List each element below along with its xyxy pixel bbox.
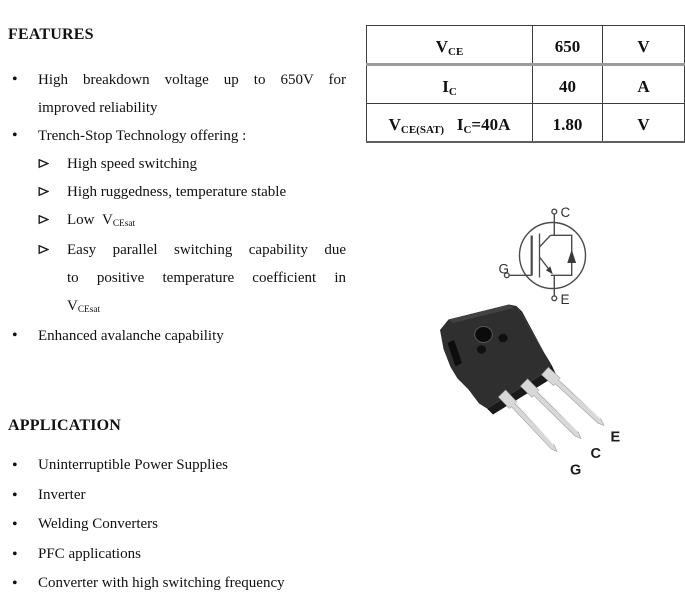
application-heading: APPLICATION [8,417,122,434]
list-item: • Inverter [8,481,346,511]
bullet-icon: • [12,327,18,344]
list-item: • Trench-Stop Technology offering : [8,122,346,150]
emitter-label: E [561,292,570,307]
collector-label: C [561,205,571,220]
emitter-terminal [551,295,558,302]
pin-highlight [558,378,601,419]
package-top-bevel [448,304,514,323]
bullet-icon: • [12,457,18,474]
list-item: • Uninterruptible Power Supplies [8,451,346,481]
bullet-icon: • [12,575,18,592]
text-line: Welding Converters [38,516,159,532]
parameter-cell: IC [366,64,533,104]
list-item: Low VCEsat [8,206,346,236]
text-line: Low VCEsat [67,212,136,230]
arrow-bullet-icon [38,158,50,169]
text-line: to positive temperature coefficient in [67,270,346,286]
features-section: FEATURES • High breakdown voltage up to 6… [8,26,346,350]
features-heading: FEATURES [8,26,94,43]
parameter-cell: VCE [366,25,533,66]
unit-cell: V [602,103,685,143]
list-item: • Converter with high switching frequency [8,569,346,599]
flange-slot [447,340,462,367]
list-item: • High breakdown voltage up to 650V for im… [8,66,346,122]
text-line: High ruggedness, temperature stable [67,184,287,200]
up-arrow-icon [567,249,577,263]
igbt-symbol-diagram: C G E [499,205,587,307]
pin-gate [497,389,558,453]
mounting-hole [474,326,493,343]
parameter-cell: VCE(SAT) IC=40A [366,103,533,143]
text-line: VCEsat [67,298,101,316]
bullet-icon: • [12,516,18,533]
list-item: • PFC applications [8,540,346,570]
bullet-icon: • [12,127,18,144]
list-item: Easy parallel switching capability due to… [8,236,346,322]
bullet-icon: • [12,71,18,88]
list-item: • Welding Converters [8,510,346,540]
arrow-bullet-icon [38,244,50,255]
small-hole-right [498,333,508,343]
text-line: High breakdown voltage up to 650V for [38,72,346,88]
text-line: PFC applications [38,545,141,562]
collector-terminal [551,208,558,215]
text-line: Trench-Stop Technology offering : [38,128,247,144]
pin-highlight [515,402,554,445]
list-item: • Enhanced avalanche capability [8,322,346,350]
pin-highlight [537,390,578,432]
unit-cell: A [602,64,685,104]
text-line: Enhanced avalanche capability [38,328,224,344]
package-emitter-label: E [611,430,621,446]
gate-label: G [499,262,510,277]
pin-emitter [541,366,605,427]
bullet-icon: • [12,545,18,563]
symbol-circle [518,221,587,290]
small-hole-left [476,345,487,354]
features-list: • High breakdown voltage up to 650V for im… [8,66,346,350]
application-list: • Uninterruptible Power Supplies • Inverter… [8,451,346,599]
value-cell: 40 [532,64,603,104]
text-line: Uninterruptible Power Supplies [38,457,228,473]
gate-terminal [503,272,510,279]
package-collector-label: C [591,446,602,462]
emitter-arrow-icon [545,266,553,275]
unit-cell: V [602,25,685,66]
arrow-bullet-icon [38,186,50,197]
pin-collector [520,378,582,440]
text-line: Inverter [38,486,86,503]
text-line: improved reliability [38,100,158,116]
text-line: High speed switching [67,156,197,172]
application-section: APPLICATION • Uninterruptible Power Suppl… [8,417,346,599]
list-item: High speed switching [8,150,346,178]
package-photo: G C E [440,304,621,478]
package-gate-label: G [570,463,581,478]
text-line: Converter with high switching frequency [38,575,285,591]
text-line: Easy parallel switching capability due [67,242,346,258]
value-cell: 650 [532,25,603,66]
bullet-icon: • [12,486,18,504]
list-item: High ruggedness, temperature stable [8,178,346,206]
arrow-bullet-icon [38,214,50,225]
value-cell: 1.80 [532,103,603,143]
